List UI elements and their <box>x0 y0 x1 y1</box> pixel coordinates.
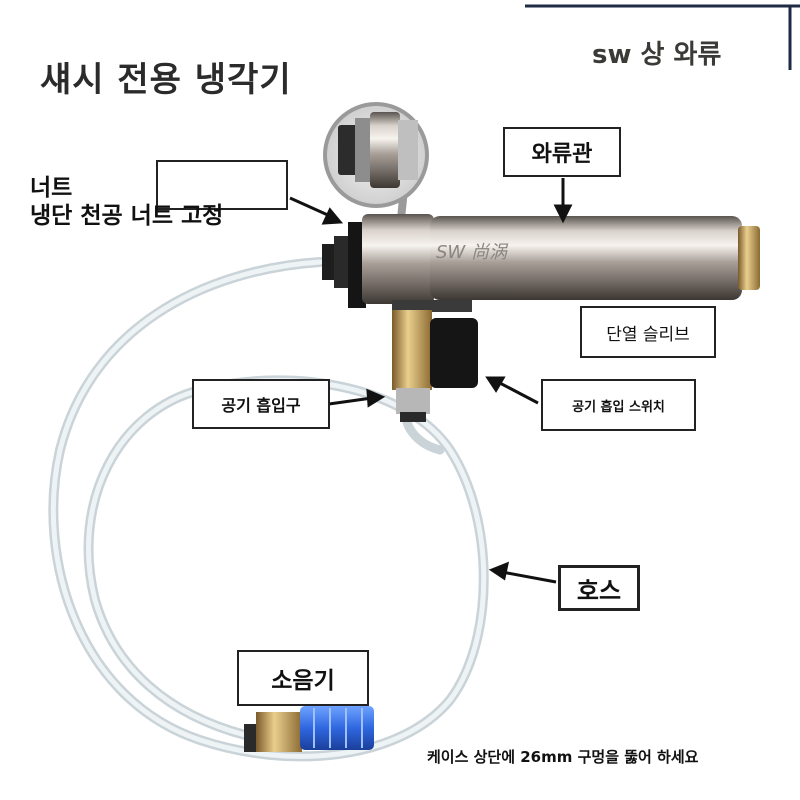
nut-caption-line2: 냉단 천공 너트 고정 <box>30 203 224 229</box>
brand-watermark: SW 尚涡 <box>436 242 509 263</box>
callout-arrows <box>289 178 573 584</box>
muffler-fitting <box>244 706 374 752</box>
insulation-sleeve-label: 단열 슬리브 <box>580 306 716 358</box>
vortex-tube-label: 와류관 <box>503 127 621 177</box>
brand-label: sw 상 와류 <box>592 40 722 70</box>
nut-caption: 너트 냉단 천공 너트 고정 <box>30 174 223 230</box>
hose-label: 호스 <box>558 565 640 611</box>
vortex-tube: SW 尚涡 <box>322 214 760 312</box>
corner-frame <box>525 4 800 70</box>
air-intake-label: 공기 흡입구 <box>192 379 330 429</box>
page-title: 섀시 전용 냉각기 <box>40 60 292 100</box>
air-intake-switch-label: 공기 흡입 스위치 <box>541 379 696 431</box>
nut-caption-line1: 너트 <box>30 175 73 201</box>
nut-detail-zoom <box>323 102 429 229</box>
muffler-label: 소음기 <box>237 650 369 706</box>
blank-label-box <box>156 160 288 210</box>
install-note: 케이스 상단에 26mm 구멍을 뚫어 하세요 <box>427 748 699 766</box>
air-valve <box>392 310 478 422</box>
